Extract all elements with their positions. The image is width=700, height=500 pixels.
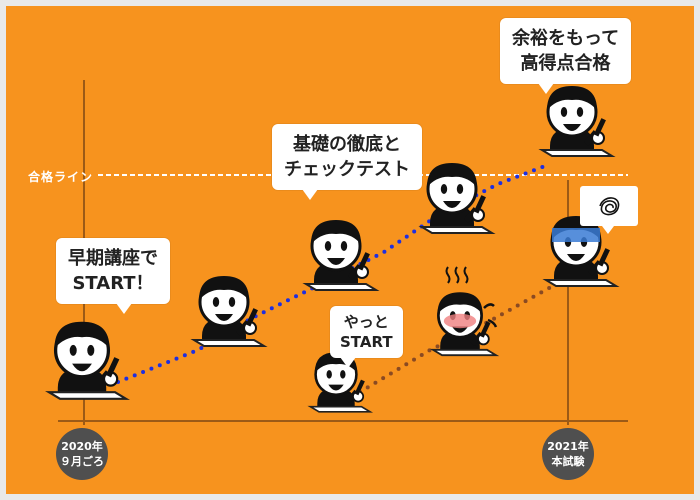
late-start-path — [358, 280, 562, 394]
bubble-line: 高得点合格 — [520, 53, 611, 74]
date-badge-exam: 2021年 本試験 — [542, 428, 594, 480]
bubble-line: やっと — [343, 313, 389, 331]
person-early-3 — [306, 220, 376, 290]
date-badge-line: 2021年 — [547, 440, 589, 453]
bubble-early-start: 早期講座で START！ — [56, 238, 170, 304]
bubble-margin-pass: 余裕をもって 高得点合格 — [500, 18, 632, 84]
bubble-line: チェックテスト — [284, 159, 410, 180]
bubble-line: START — [340, 333, 393, 351]
date-badge-start: 2020年 ９月ごろ — [56, 428, 108, 480]
person-early-1 — [49, 322, 126, 399]
bubble-line: START！ — [72, 273, 154, 294]
bubble-line: 早期講座で — [68, 248, 158, 269]
bubble-line: 基礎の徹底と — [293, 134, 401, 155]
person-early-4 — [422, 163, 492, 233]
person-early-2 — [194, 276, 264, 346]
bubble-basics: 基礎の徹底と チェックテスト — [272, 124, 422, 190]
date-badge-line: ９月ごろ — [60, 455, 104, 468]
date-badge-line: 2020年 — [61, 440, 103, 453]
person-early-5 — [542, 86, 612, 156]
sweat-steam-icon — [445, 266, 498, 328]
date-badge-line: 本試験 — [551, 455, 585, 468]
scribble-thought-icon — [580, 186, 638, 234]
person-late-2 — [433, 292, 496, 355]
bubble-line: 余裕をもって — [512, 28, 620, 49]
bubble-finally-start: やっと START — [330, 306, 403, 358]
person-late-3-worried — [546, 216, 616, 286]
pass-line-label: 合格ライン — [28, 170, 94, 184]
